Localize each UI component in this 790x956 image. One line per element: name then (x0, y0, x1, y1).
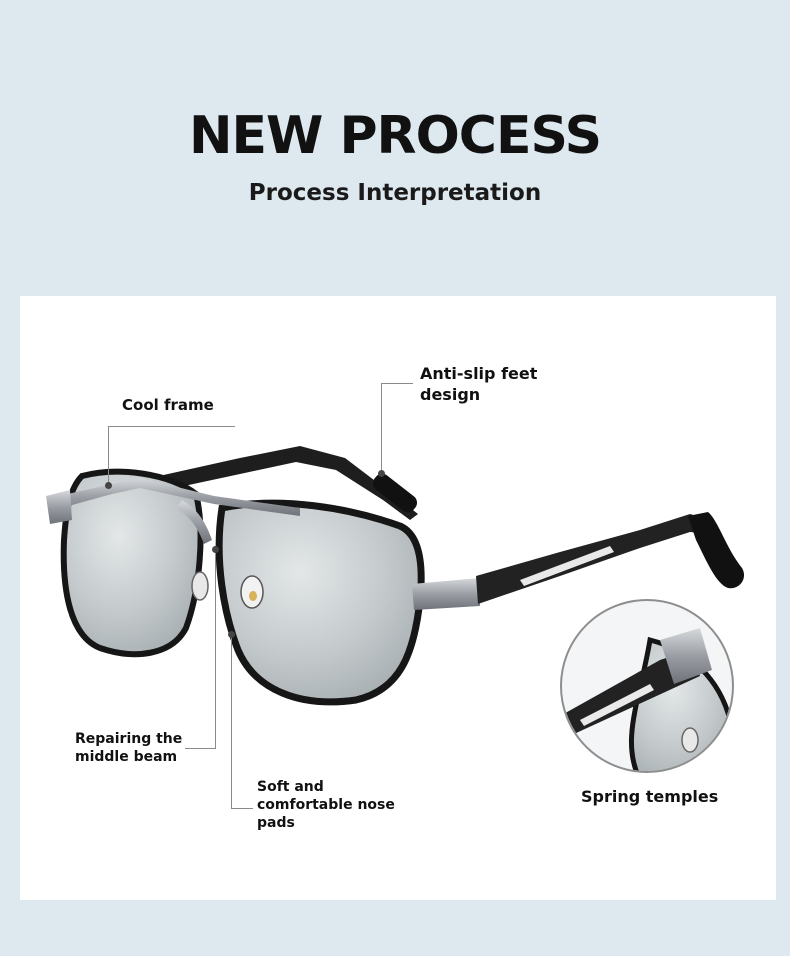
callout-cool-frame: Cool frame (122, 396, 214, 414)
cool-frame-leader-h (108, 426, 235, 427)
nose-pads-dot (228, 631, 235, 638)
anti-slip-leader-h (381, 383, 413, 384)
anti-slip-tip-near (688, 512, 745, 589)
near-hinge (412, 578, 480, 610)
center-bridge (176, 500, 212, 544)
anti-slip-dot (378, 470, 385, 477)
top-bridge-bar (50, 478, 300, 516)
anti-slip-tip-far (372, 473, 418, 513)
page-title: NEW PROCESS (188, 106, 602, 166)
spring-temple-detail (562, 601, 732, 771)
nose-pad-left (191, 571, 209, 601)
middle-beam-dot (212, 546, 219, 553)
nose-pads-leader-v (231, 634, 232, 809)
left-lens (60, 468, 204, 658)
cool-frame-dot (105, 482, 112, 489)
callout-anti-slip: Anti-slip feet design (420, 364, 538, 404)
left-hinge (46, 490, 72, 524)
middle-beam-leader-h (185, 748, 216, 749)
nose-pads-leader-h (231, 808, 253, 809)
anti-slip-leader-v (381, 383, 382, 473)
middle-beam-leader-v (215, 548, 216, 748)
cool-frame-leader-v (108, 426, 109, 484)
callout-nose-pads: Soft and comfortable nose pads (257, 779, 395, 831)
page-subtitle: Process Interpretation (248, 180, 542, 206)
callout-spring-temples: Spring temples (581, 787, 719, 806)
callout-middle-beam: Repairing the middle beam (75, 731, 183, 765)
far-temple-arm (150, 446, 418, 520)
temple-cutout (520, 546, 614, 586)
